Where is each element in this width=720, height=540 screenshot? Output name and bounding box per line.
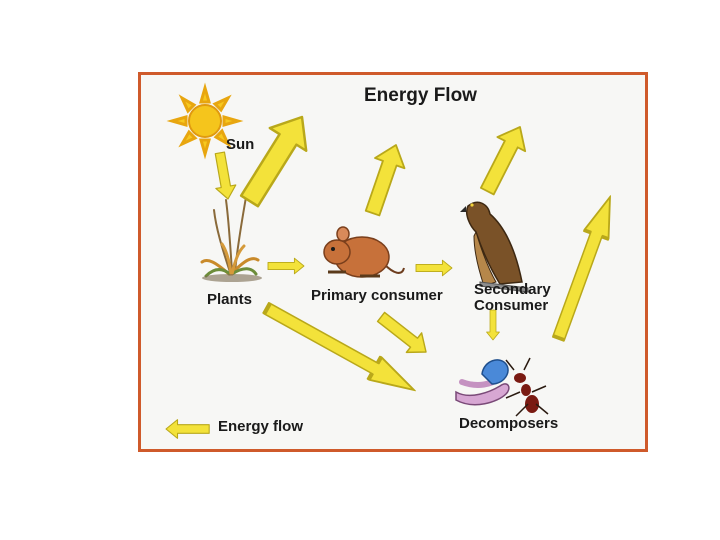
arrow-plants-to-primary (267, 257, 305, 275)
arrow-sun-heat (230, 104, 322, 214)
arrow-decomposers-heat (544, 190, 624, 345)
arrow-primary-to-secondary (415, 259, 453, 277)
arrow-plants-heat (356, 139, 412, 220)
sun-icon (166, 82, 244, 160)
label-secondary-consumer: Secondary Consumer (474, 281, 551, 314)
hawk-icon (460, 201, 529, 293)
arrow-primary-to-decomposers (372, 306, 435, 363)
label-plants: Plants (207, 291, 253, 308)
diagram-title: Energy Flow (364, 85, 477, 106)
label-decomposers: Decomposers (459, 415, 559, 432)
mouse-icon (323, 226, 405, 278)
plant-icon (200, 184, 262, 282)
arrow-plants-to-decomposers (258, 295, 423, 404)
arrow-sun-to-plants (209, 150, 239, 202)
legend-arrow (165, 419, 210, 439)
legend-label: Energy flow (218, 418, 304, 435)
arrow-primary-heat (472, 119, 535, 200)
decomposers-icon (455, 357, 549, 417)
arrow-secondary-to-decomposers (486, 309, 500, 341)
label-primary-consumer: Primary consumer (311, 287, 443, 304)
label-sun: Sun (226, 136, 255, 153)
